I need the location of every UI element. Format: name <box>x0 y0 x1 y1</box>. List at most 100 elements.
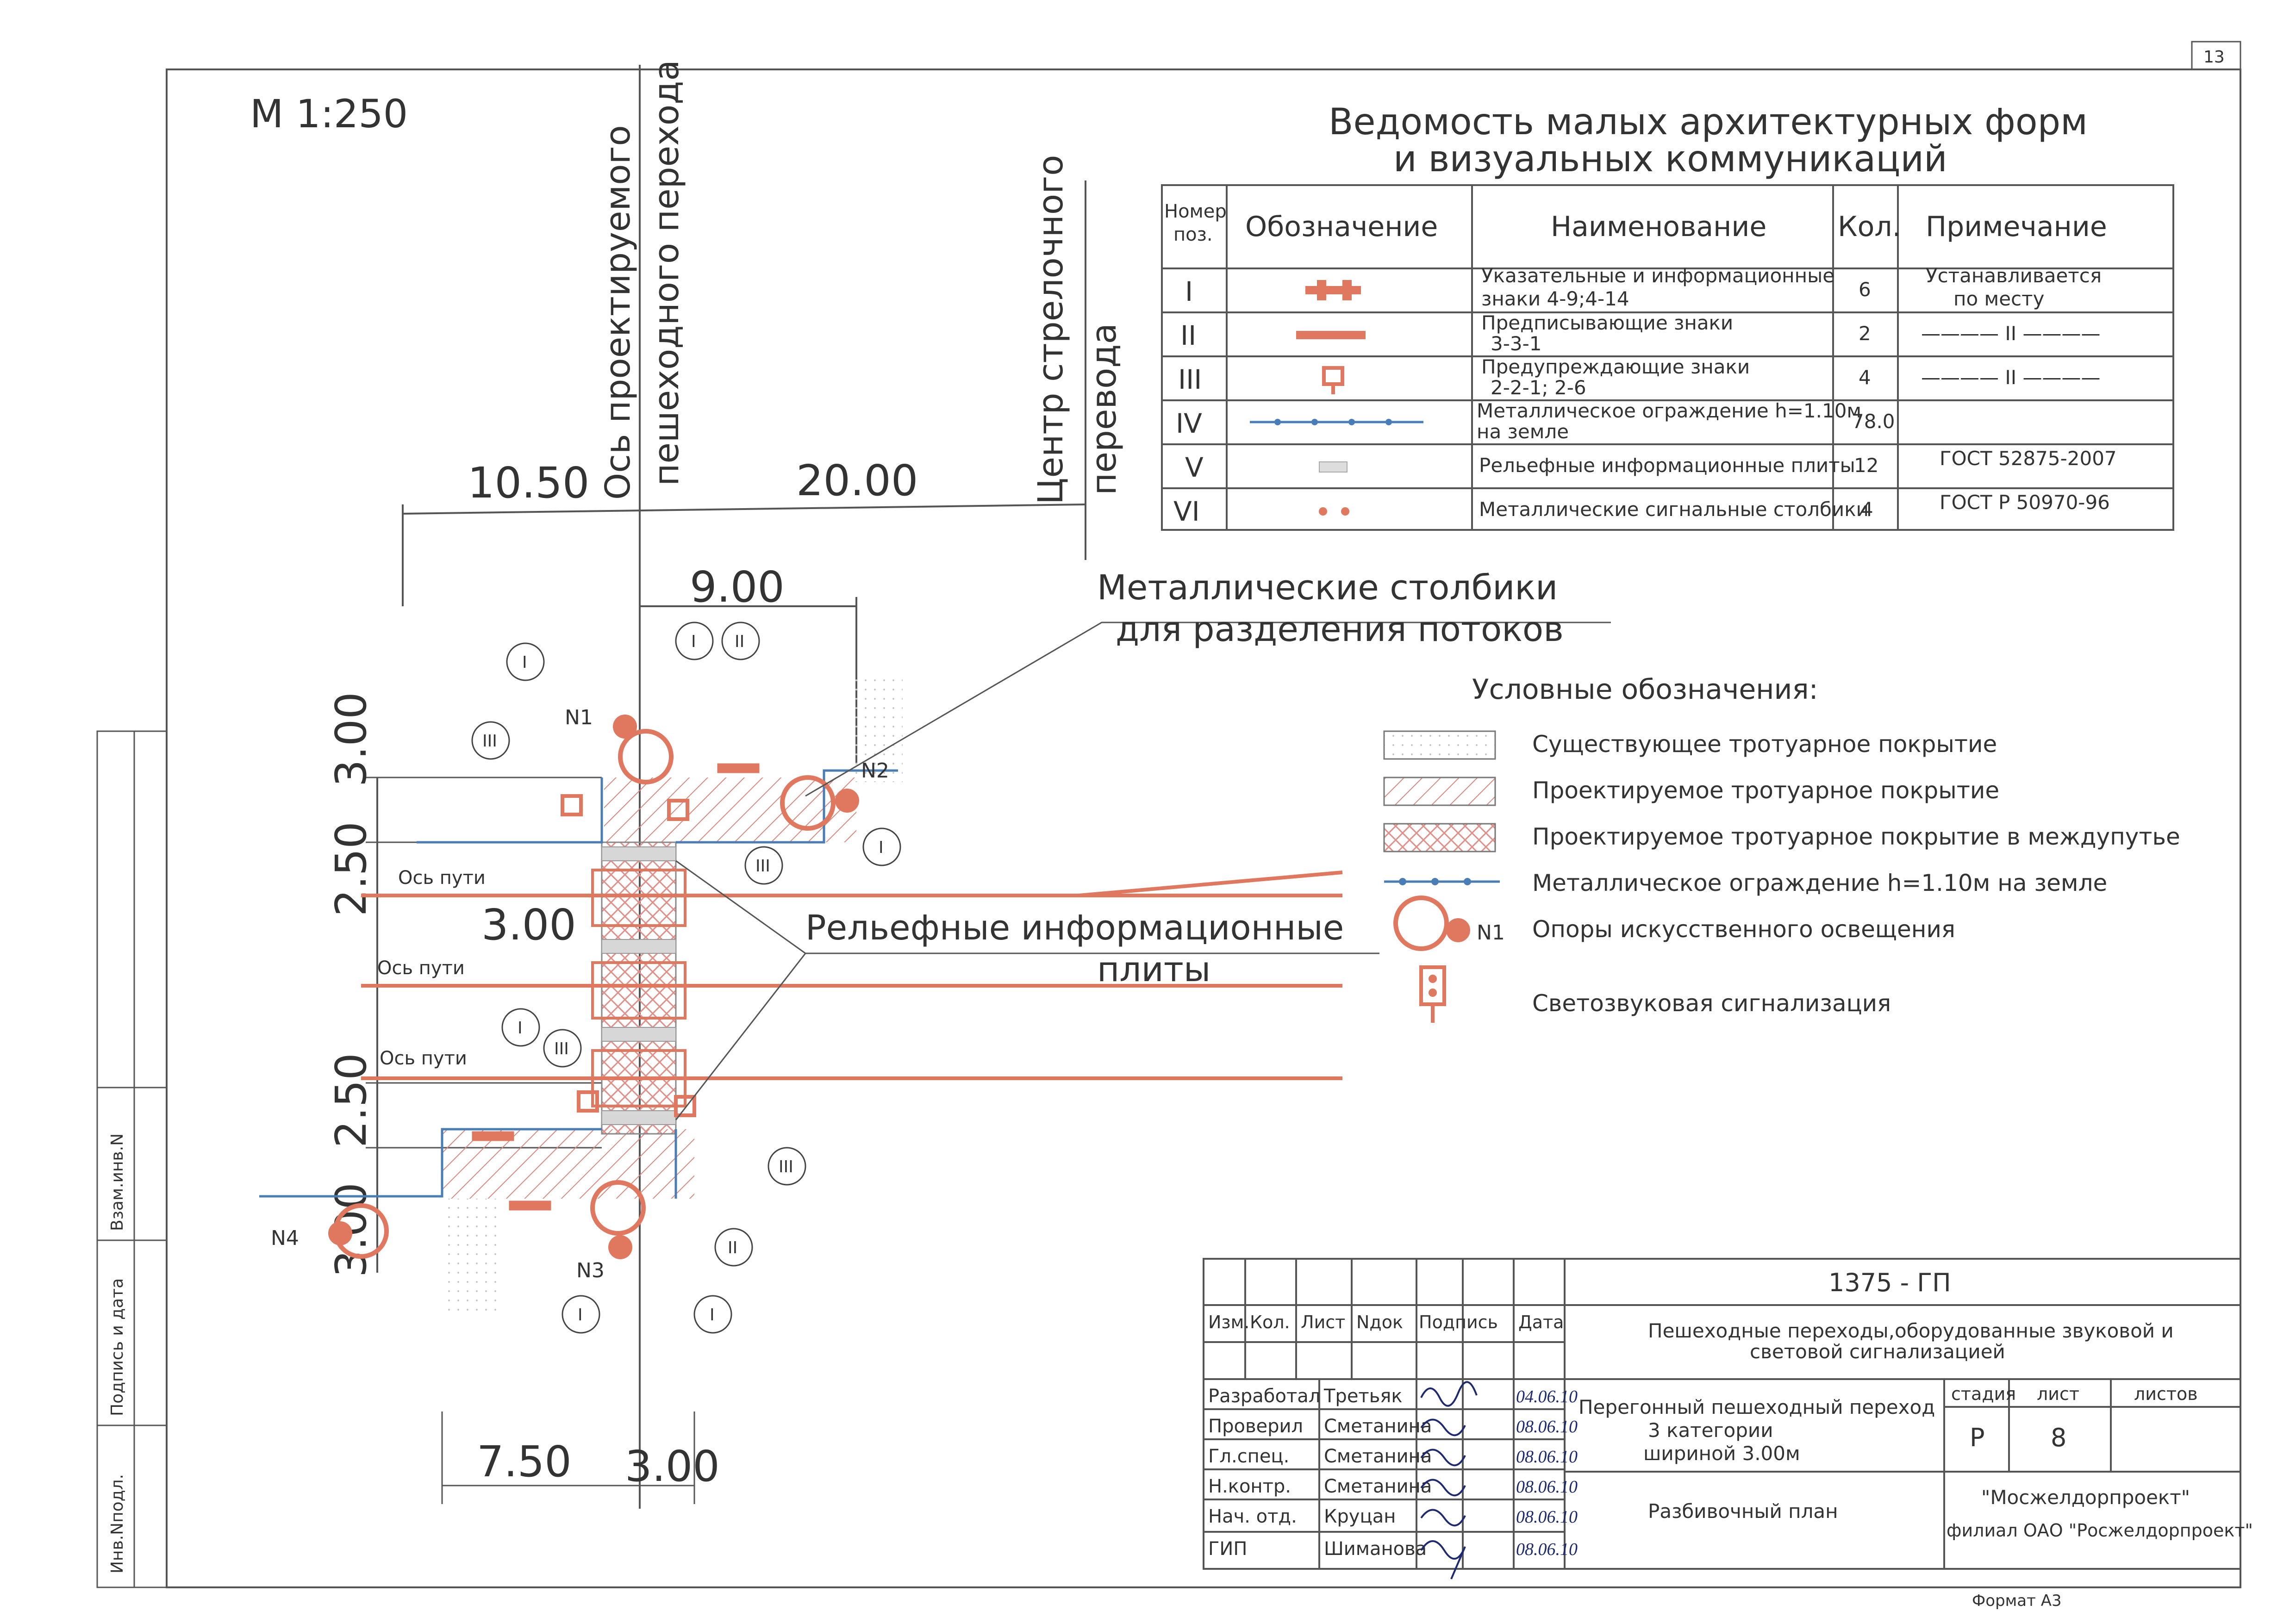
track-axis-label-2: Ось пути <box>377 958 465 979</box>
svg-text:Предупреждающие знаки: Предупреждающие знаки <box>1481 355 1750 378</box>
sign-mandatory-icon <box>1296 331 1366 339</box>
svg-text:ГИП: ГИП <box>1208 1538 1247 1560</box>
stamp-vzam-inv: Взам.инв.N <box>108 1133 127 1231</box>
sign-warning-icon <box>1322 366 1344 394</box>
track-axis-label-1: Ось пути <box>398 867 486 889</box>
crossing-axis-label-1: Ось проектируемого <box>598 125 638 500</box>
svg-text:4: 4 <box>1859 366 1871 389</box>
lighting-pole-icon <box>590 1180 646 1236</box>
svg-text:I: I <box>1185 276 1193 307</box>
svg-text:Проверил: Проверил <box>1208 1416 1303 1437</box>
pole-lamps <box>328 715 859 1259</box>
svg-text:Рельефные информационные плиты: Рельефные информационные плиты <box>1479 454 1855 477</box>
schedule-row: IV Металлическое ограждение h=1.10м на з… <box>1176 399 1895 443</box>
dim-10-50: 10.50 <box>468 458 589 508</box>
switch-center-label-1: Центр стрелочного <box>1031 155 1071 504</box>
svg-text:Изм.: Изм. <box>1208 1312 1249 1332</box>
sign-mandatory-icon <box>509 1200 551 1211</box>
dim-2-50-top: 2.50 <box>326 821 376 916</box>
svg-text:Круцан: Круцан <box>1324 1506 1396 1527</box>
track-axis-label-3: Ось пути <box>380 1048 467 1069</box>
svg-text:I: I <box>710 1306 715 1325</box>
sheet-number-box <box>2191 41 2241 70</box>
title-sheet-label: лист <box>2037 1384 2079 1404</box>
svg-text:Nдок: Nдок <box>1356 1312 1403 1332</box>
schedule-title-2: и визуальных коммуникаций <box>1393 138 1947 180</box>
svg-text:по месту: по месту <box>1953 287 2044 310</box>
schedule-table <box>1161 184 2174 531</box>
title-object-3: шириной 3.00м <box>1643 1442 1800 1465</box>
format-label: Формат А3 <box>1972 1592 2062 1610</box>
schedule-row: I Указательные и информационные знаки 4-… <box>1185 264 2102 310</box>
svg-text:2-2-1; 2-6: 2-2-1; 2-6 <box>1491 376 1586 399</box>
svg-text:I: I <box>578 1306 583 1325</box>
schedule-header-symbol: Обозначение <box>1245 211 1438 243</box>
svg-text:на земле: на земле <box>1477 420 1569 443</box>
dim-3-00-bottom-2: 3.00 <box>625 1442 720 1491</box>
legend-label-3: Проектируемое тротуарное покрытие в межд… <box>1532 823 2180 850</box>
svg-text:08.06.10: 08.06.10 <box>1516 1477 1578 1497</box>
svg-text:78.0: 78.0 <box>1852 410 1895 433</box>
svg-text:знаки 4-9;4-14: знаки 4-9;4-14 <box>1481 287 1629 310</box>
sheet-number: 13 <box>2203 48 2225 67</box>
traffic-light-icon <box>1419 965 1446 1023</box>
scale-label: М 1:250 <box>250 91 408 137</box>
fence-icon <box>1250 419 1423 425</box>
tactile-plates <box>601 846 676 1125</box>
svg-text:———— II ————: ———— II ———— <box>1921 322 2100 345</box>
signs <box>472 763 760 1211</box>
legend-label-5: Опоры искусственного освещения <box>1532 916 1955 943</box>
stamp-sign-date: Подпись и дата <box>108 1278 127 1416</box>
dim-20-00: 20.00 <box>796 456 918 505</box>
lighting-poles <box>333 729 836 1259</box>
svg-text:Сметанина: Сметанина <box>1324 1446 1432 1467</box>
title-columns: Изм. Кол. Лист Nдок Подпись Дата <box>1208 1312 1564 1332</box>
svg-text:III: III <box>554 1039 569 1058</box>
tactile-plate-icon <box>1319 461 1348 473</box>
dim-7-50: 7.50 <box>477 1437 572 1486</box>
svg-text:III: III <box>755 857 770 876</box>
designed-pavement-top <box>604 777 856 842</box>
svg-text:ГОСТ 52875-2007: ГОСТ 52875-2007 <box>1940 447 2117 470</box>
dim-9-00: 9.00 <box>690 562 785 612</box>
svg-text:04.06.10: 04.06.10 <box>1516 1387 1578 1406</box>
lighting-pole-icon <box>1393 895 1470 951</box>
svg-text:I: I <box>879 838 884 857</box>
existing-pavement-bottom <box>442 1199 498 1314</box>
title-sheet: 8 <box>2051 1423 2066 1452</box>
svg-text:08.06.10: 08.06.10 <box>1516 1507 1578 1527</box>
schedule-row: V Рельефные информационные плиты 12 ГОСТ… <box>1185 447 2117 483</box>
pole-n4: N4 <box>271 1226 299 1250</box>
title-project-2: световой сигнализацией <box>1750 1340 2005 1363</box>
svg-text:———— II ————: ———— II ———— <box>1921 366 2100 389</box>
legend-title: Условные обозначения: <box>1472 673 1818 706</box>
bollards-callout-1: Металлические столбики <box>1097 568 1558 608</box>
bollard-icon <box>1319 507 1349 516</box>
svg-text:III: III <box>779 1157 793 1176</box>
schedule-header-qty: Кол. <box>1838 211 1901 243</box>
svg-text:II: II <box>735 632 744 651</box>
lighting-pole-icon <box>780 775 836 831</box>
svg-text:III: III <box>1178 364 1202 395</box>
title-block <box>1203 1258 2241 1570</box>
sign-warning-icon <box>674 1095 696 1117</box>
svg-text:N1: N1 <box>1477 921 1505 945</box>
schedule-row: VI Металлические сигнальные столбики 4 Г… <box>1173 491 2110 527</box>
svg-text:Подпись: Подпись <box>1419 1312 1498 1332</box>
svg-text:I: I <box>691 632 696 651</box>
svg-text:VI: VI <box>1173 496 1200 527</box>
metal-fence <box>259 769 898 1199</box>
schedule-title-1: Ведомость малых архитектурных форм <box>1329 101 2088 143</box>
svg-text:III: III <box>482 732 497 751</box>
schedule-rows: I Указательные и информационные знаки 4-… <box>1173 264 2117 527</box>
plates-callout-1: Рельефные информационные <box>805 908 1344 948</box>
svg-text:6: 6 <box>1859 278 1871 301</box>
svg-text:Металлическое ограждение h=1.1: Металлическое ограждение h=1.10м <box>1477 399 1861 422</box>
title-org-1: "Мосжелдорпроект" <box>1981 1486 2190 1509</box>
bollards-leader <box>805 622 1611 797</box>
pole-n2: N2 <box>861 759 889 783</box>
sign-warning-icon <box>577 1090 599 1113</box>
schedule-row: II Предписывающие знаки 3-3-1 2 ———— II … <box>1180 311 2100 355</box>
stamp-inv-podl: Инв.Nподл. <box>108 1474 127 1573</box>
schedule-header-num-1: Номер <box>1164 201 1227 222</box>
